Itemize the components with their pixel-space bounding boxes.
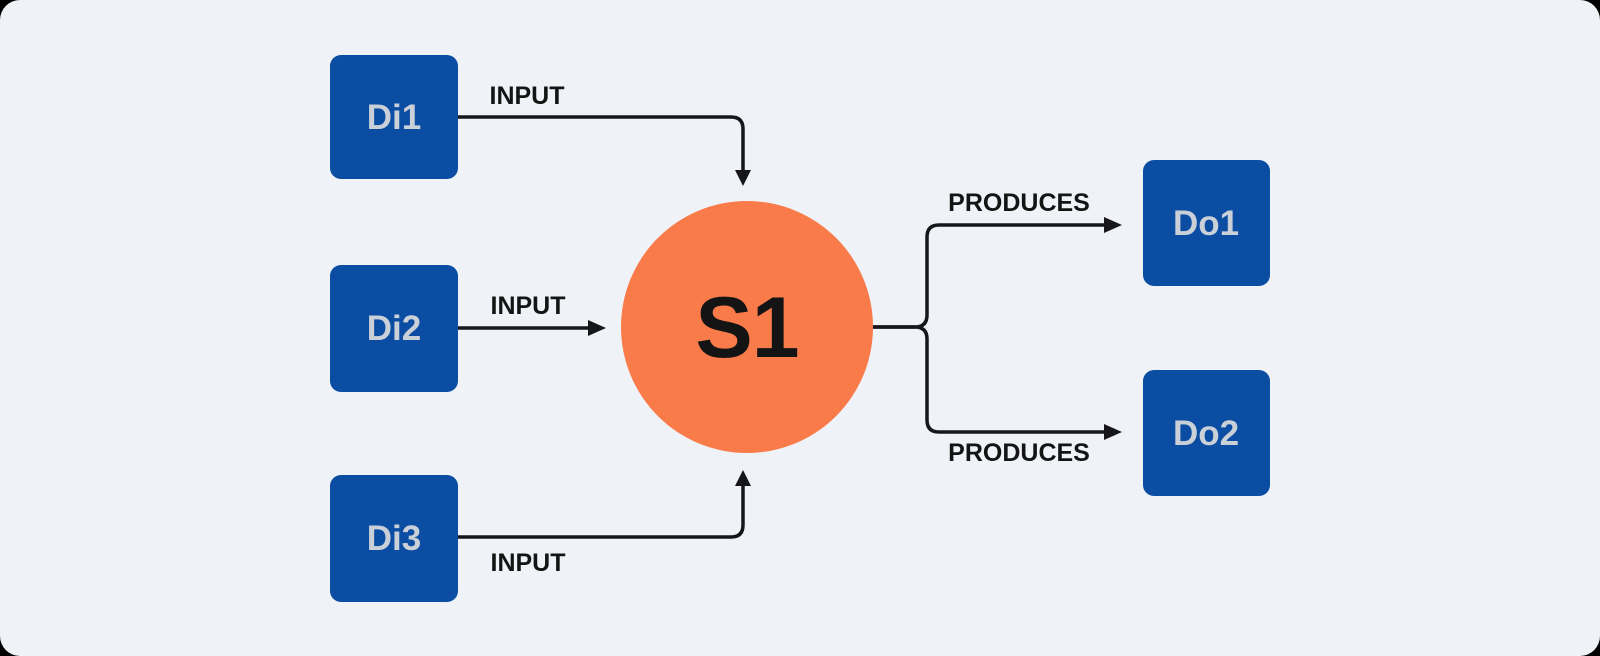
edge-s1-to-do1: PRODUCES (871, 189, 1122, 329)
edge-di1-to-s1: INPUT (456, 82, 751, 186)
edge-label-input-3: INPUT (491, 549, 566, 577)
input-node-di1-box (330, 55, 458, 179)
arrowhead-down-icon (735, 170, 751, 186)
input-node-di1-label: Di1 (367, 98, 421, 137)
edge-label-input-2: INPUT (491, 292, 566, 320)
input-node-di2-label: Di2 (367, 309, 421, 348)
input-node-di3: Di3 (330, 475, 458, 602)
output-node-do1-box (1143, 160, 1270, 286)
edge-label-produces-1: PRODUCES (948, 189, 1090, 217)
arrowhead-right-icon (588, 320, 606, 336)
output-node-do2: Do2 (1143, 370, 1270, 496)
edge-di3-s1-line (456, 484, 745, 539)
edge-label-produces-2: PRODUCES (948, 439, 1090, 467)
edge-di1-s1-line (456, 115, 745, 172)
output-node-do2-label: Do2 (1173, 414, 1239, 453)
edge-s1-do2-line (871, 325, 1106, 434)
input-node-di1: Di1 (330, 55, 458, 179)
process-node-s1-label: S1 (695, 280, 798, 376)
output-node-do2-box (1143, 370, 1270, 496)
process-node-s1: S1 (621, 201, 873, 453)
input-node-di2-box (330, 265, 458, 392)
input-node-di3-box (330, 475, 458, 602)
edge-di2-to-s1: INPUT (456, 292, 606, 336)
arrowhead-up-icon (735, 470, 751, 486)
arrowhead-right-icon (1104, 217, 1122, 233)
output-node-do1: Do1 (1143, 160, 1270, 286)
process-node-s1-circle (621, 201, 873, 453)
arrowhead-right-icon (1104, 424, 1122, 440)
edge-di3-to-s1: INPUT (456, 470, 751, 577)
input-node-di3-label: Di3 (367, 519, 421, 558)
edge-s1-to-do2: PRODUCES (871, 325, 1122, 467)
output-node-do1-label: Do1 (1173, 204, 1239, 243)
edge-label-input-1: INPUT (490, 82, 565, 110)
input-node-di2: Di2 (330, 265, 458, 392)
